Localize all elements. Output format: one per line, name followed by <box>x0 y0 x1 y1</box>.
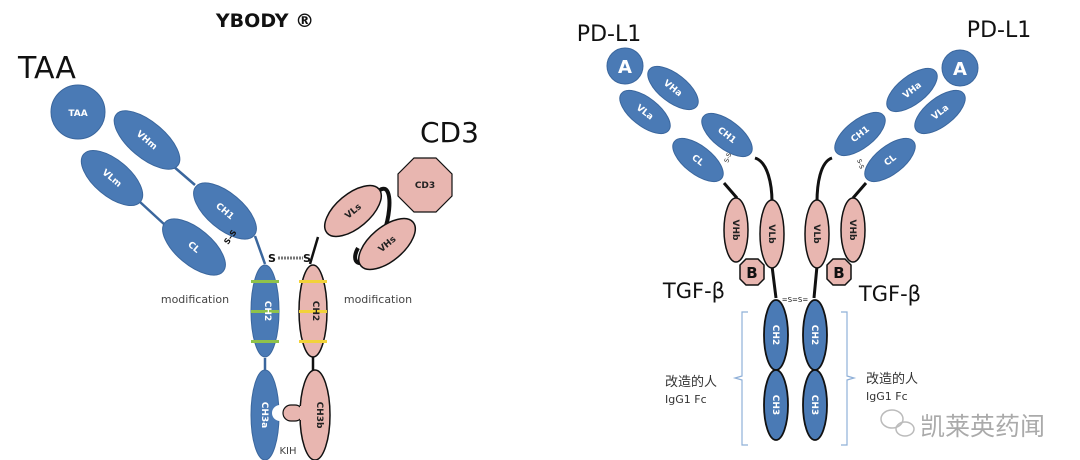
wechat-icon <box>880 409 915 437</box>
cl-right-domain: CL <box>864 137 916 183</box>
vla-right-domain: VLa <box>914 89 966 135</box>
ch1-domain: CH1 <box>193 182 257 240</box>
antigen-b-right: B <box>826 258 852 286</box>
ybody-diagram: YBODY ® TAA CD3 TAA VHm VLm <box>17 10 479 460</box>
ch2-left-domain: CH2 <box>250 264 280 358</box>
tgf-beta-right-label: TGF-β <box>858 282 921 306</box>
ch3-left-domain: CH3 <box>763 369 789 441</box>
hinge-s-right: S <box>303 252 311 265</box>
cd3-target-label: CD3 <box>420 116 479 149</box>
kih-label: KIH <box>279 446 296 457</box>
linkers <box>722 156 868 299</box>
svg-text:CH3: CH3 <box>809 395 819 415</box>
modification-right-label: modification <box>344 293 412 306</box>
hinge-disulfide: =S=S= <box>782 296 809 304</box>
ch3b-domain: CH3b <box>282 369 331 460</box>
svg-text:CH2: CH2 <box>770 325 780 345</box>
ch1-left-domain: CH1 <box>701 112 753 158</box>
svg-text:VLb: VLb <box>811 224 821 244</box>
ch1-right-domain: CH1 <box>834 111 886 157</box>
cd3-antigen: CD3 <box>397 157 453 213</box>
fc-bracket-left <box>732 311 748 446</box>
bifunctional-diagram: PD-L1 PD-L1 A VHa VLa CH1 <box>577 18 1045 446</box>
antigen-a-left: A <box>606 47 644 85</box>
vhm-domain: VHm <box>113 110 181 170</box>
tgf-beta-left-label: TGF-β <box>662 279 725 303</box>
antigen-b-left: B <box>739 258 765 286</box>
modification-left-label: modification <box>161 293 229 306</box>
svg-text:CH2: CH2 <box>262 301 272 321</box>
vhs-domain: VHs <box>358 217 416 271</box>
vhb-left-domain: VHb <box>723 197 749 263</box>
ss-bond-left: S-S <box>723 152 733 164</box>
svg-text:TAA: TAA <box>68 109 87 119</box>
vlb-left-domain: VLb <box>759 199 785 269</box>
svg-text:A: A <box>953 59 967 80</box>
ch2-right-domain: CH2 <box>802 299 828 371</box>
vlm-domain: VLm <box>80 150 144 206</box>
svg-text:VHb: VHb <box>847 220 857 241</box>
pdl1-left-label: PD-L1 <box>577 22 641 47</box>
ss-bond-right: S-S <box>855 158 865 170</box>
vlb-right-domain: VLb <box>804 199 830 269</box>
vls-domain: VLs <box>324 184 382 238</box>
svg-text:A: A <box>618 57 632 78</box>
svg-text:CH2: CH2 <box>310 301 320 321</box>
fc-label-right-line1: 改造的人 <box>866 371 918 387</box>
cl-domain: CL <box>162 218 226 276</box>
cl-left-domain: CL <box>672 137 724 183</box>
svg-text:B: B <box>746 264 757 282</box>
svg-text:B: B <box>833 264 844 282</box>
svg-text:CD3: CD3 <box>415 181 435 191</box>
svg-text:VHb: VHb <box>730 220 740 241</box>
ybody-title: YBODY ® <box>215 10 314 32</box>
fc-label-left-line2: IgG1 Fc <box>665 393 707 406</box>
watermark-text: 凯莱英药闻 <box>920 412 1045 441</box>
ch2-right-domain: CH2 <box>298 264 328 358</box>
vla-left-domain: VLa <box>619 89 671 135</box>
hinge-s-left: S <box>268 252 276 265</box>
vha-left-domain: VHa <box>647 65 699 111</box>
fc-label-right-line2: IgG1 Fc <box>866 390 908 403</box>
ch2-left-domain: CH2 <box>763 299 789 371</box>
antigen-a-right: A <box>941 49 979 87</box>
ch3-right-domain: CH3 <box>802 369 828 441</box>
fc-label-left-line1: 改造的人 <box>665 374 717 390</box>
vhb-right-domain: VHb <box>840 197 866 263</box>
vha-right-domain: VHa <box>886 67 938 113</box>
fc-bracket-right <box>841 311 857 446</box>
taa-antigen: TAA <box>50 84 106 140</box>
svg-text:CH3b: CH3b <box>314 402 324 429</box>
svg-text:CH2: CH2 <box>809 325 819 345</box>
svg-text:CH3: CH3 <box>770 395 780 415</box>
pdl1-right-label: PD-L1 <box>967 18 1031 43</box>
svg-text:VLb: VLb <box>766 224 776 244</box>
taa-target-label: TAA <box>17 51 76 86</box>
svg-text:CH3a: CH3a <box>259 402 269 428</box>
